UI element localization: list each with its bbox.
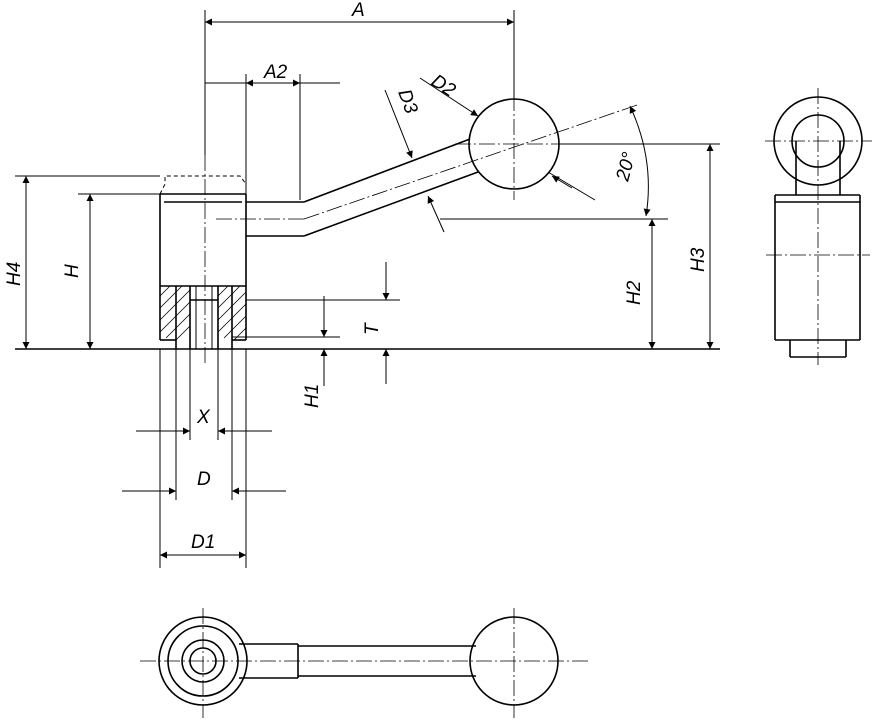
label-D: D bbox=[197, 469, 211, 490]
dimension-X: X bbox=[136, 407, 272, 435]
ball-knob bbox=[455, 95, 575, 200]
dimension-H2: H2 bbox=[624, 219, 656, 349]
dimension-D: D bbox=[122, 469, 286, 495]
label-X: X bbox=[196, 407, 211, 428]
lever-arm bbox=[216, 103, 641, 237]
dimension-H3: H3 bbox=[688, 144, 714, 349]
front-view bbox=[765, 88, 872, 365]
dimension-H1: H1 bbox=[302, 296, 328, 408]
label-H: H bbox=[62, 264, 83, 278]
label-D1: D1 bbox=[191, 532, 215, 553]
label-D3: D3 bbox=[393, 87, 421, 117]
label-T: T bbox=[362, 322, 383, 335]
dimension-D1: D1 bbox=[160, 532, 246, 559]
label-A2: A2 bbox=[263, 62, 288, 83]
threaded-insert bbox=[159, 285, 247, 349]
dimension-T: T bbox=[232, 262, 400, 384]
label-H4: H4 bbox=[4, 262, 25, 286]
label-H2: H2 bbox=[624, 280, 645, 305]
side-view bbox=[15, 95, 720, 365]
dimension-A: A bbox=[204, 0, 515, 155]
label-angle: 20° bbox=[612, 150, 640, 185]
dimension-H4: H4 bbox=[4, 175, 160, 349]
bottom-extension-lines bbox=[159, 349, 247, 568]
top-view bbox=[140, 608, 590, 718]
label-H1: H1 bbox=[302, 384, 323, 408]
dimension-angle: 20° bbox=[612, 105, 651, 217]
label-D2: D2 bbox=[427, 71, 459, 102]
dimension-A2: A2 bbox=[205, 62, 340, 200]
dimension-D2: D2 bbox=[419, 71, 596, 201]
label-H3: H3 bbox=[688, 247, 709, 272]
hub-body bbox=[159, 175, 247, 341]
label-A: A bbox=[351, 0, 365, 21]
dimension-H: H bbox=[62, 193, 160, 349]
